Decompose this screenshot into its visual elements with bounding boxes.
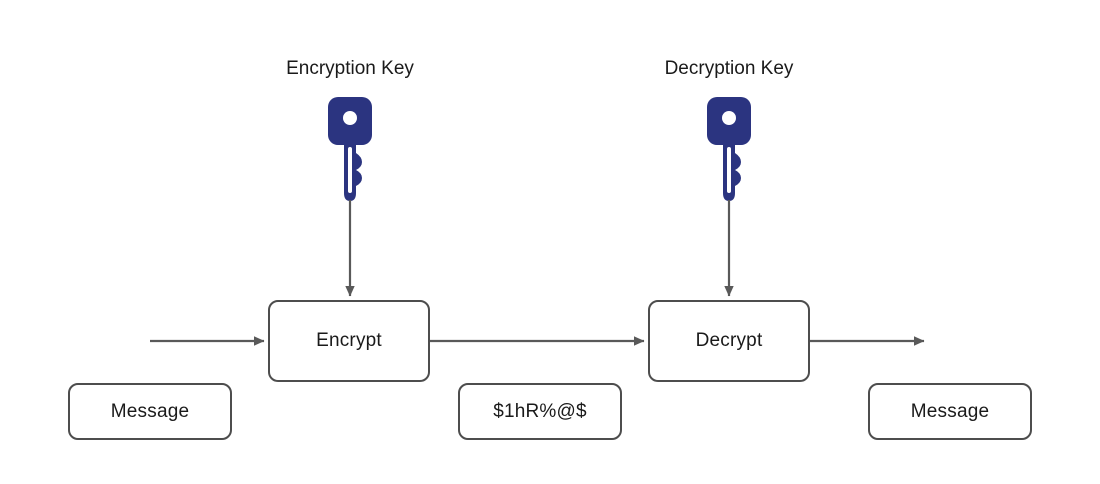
ciphertext-box[interactable]: $1hR%@$ bbox=[458, 383, 622, 440]
key-icon bbox=[707, 97, 751, 201]
message-output-label: Message bbox=[910, 400, 990, 422]
message-input-label: Message bbox=[110, 400, 190, 422]
decryption-key-label: Decryption Key bbox=[664, 58, 794, 79]
decrypt-process-label: Decrypt bbox=[695, 330, 763, 351]
encryption-key-label: Encryption Key bbox=[286, 58, 414, 79]
decrypt-process-box[interactable]: Decrypt bbox=[648, 300, 810, 382]
encrypt-process-box[interactable]: Encrypt bbox=[268, 300, 430, 382]
key-icon bbox=[328, 97, 372, 201]
message-input-box[interactable]: Message bbox=[68, 383, 232, 440]
message-output-box[interactable]: Message bbox=[868, 383, 1032, 440]
encrypt-process-label: Encrypt bbox=[316, 330, 382, 351]
ciphertext-label: $1hR%@$ bbox=[493, 400, 587, 422]
